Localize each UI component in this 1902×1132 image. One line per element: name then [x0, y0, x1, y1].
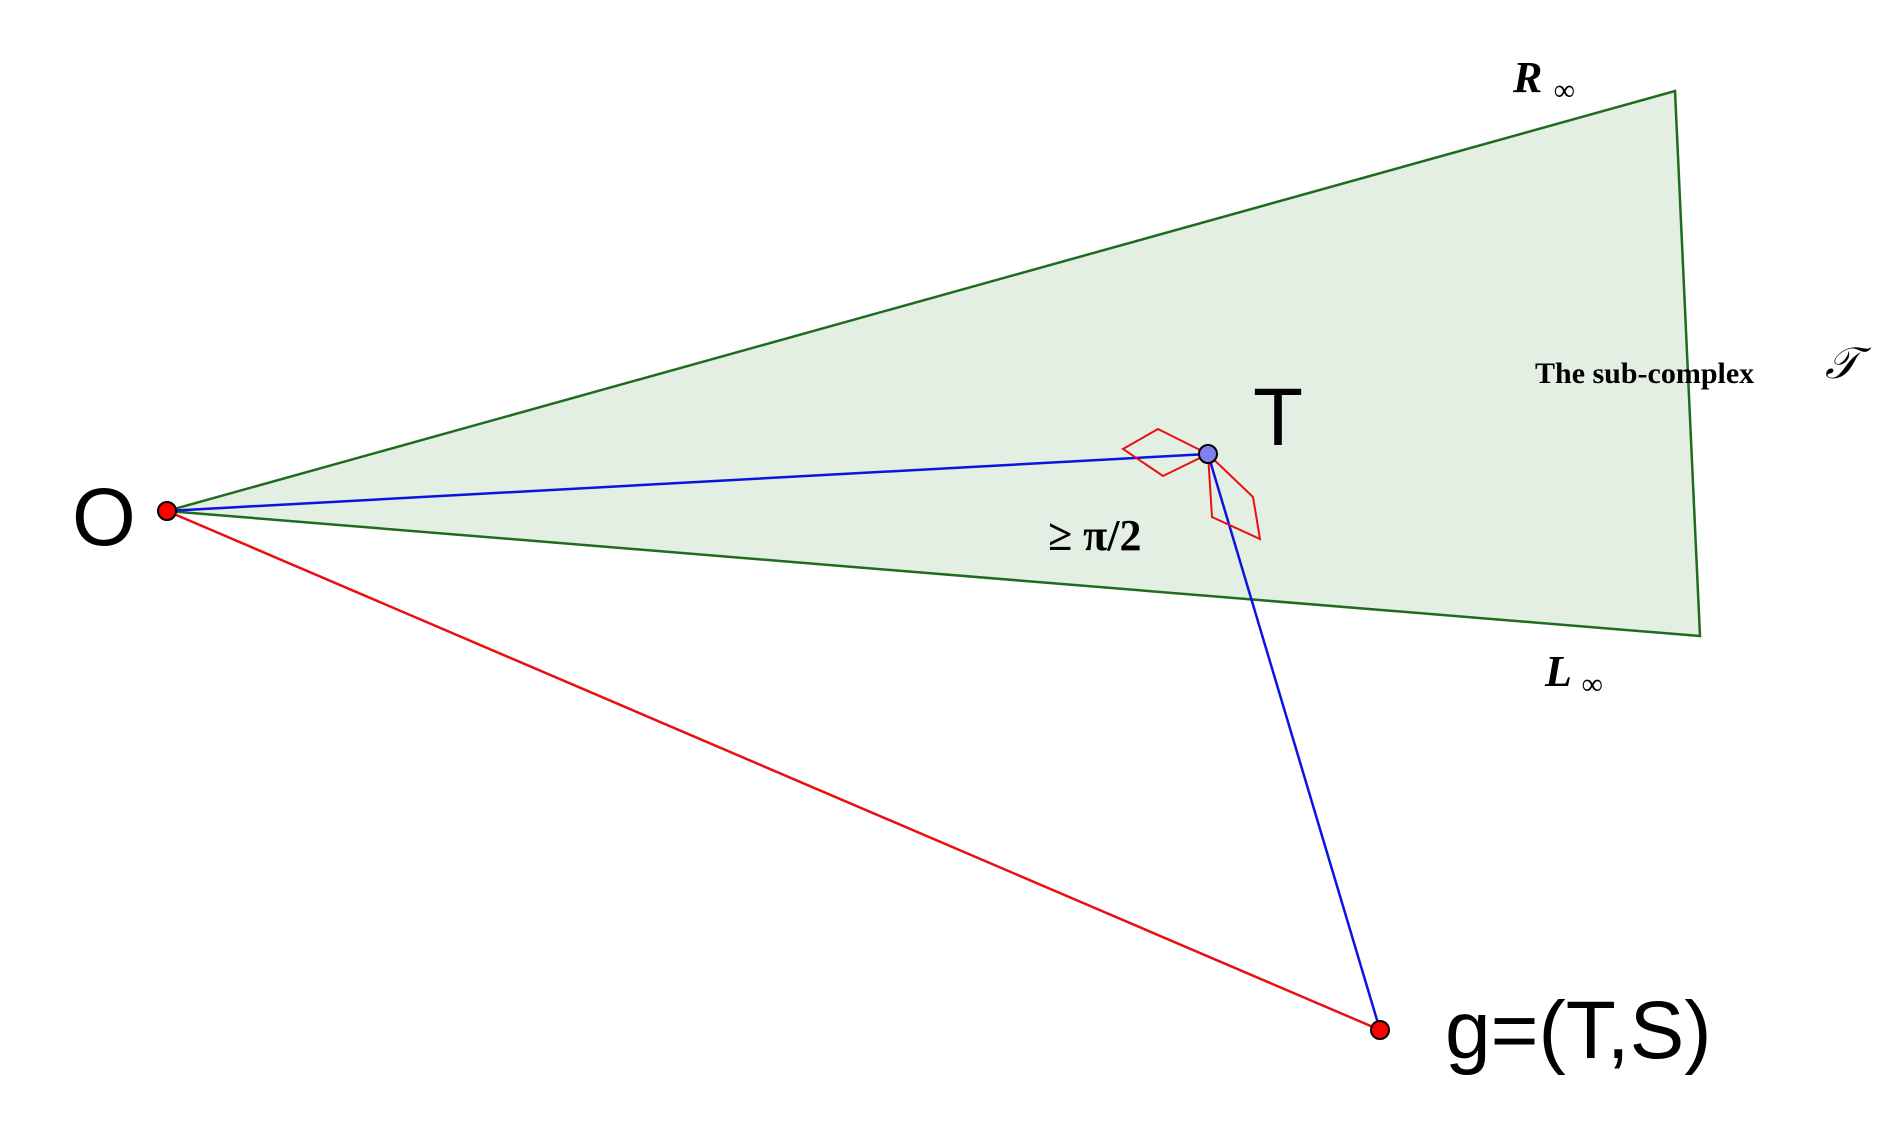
label-subcomplex: The sub-complex: [1535, 357, 1754, 390]
segment-o-t: [166, 452, 1209, 513]
segment-o-g: [166, 509, 1381, 1032]
label-g: g=(T,S): [1445, 985, 1712, 1076]
label-t: T: [1253, 372, 1303, 463]
label-angle: ≥ π/2: [1048, 511, 1141, 560]
label-l-infinity-main: L: [1544, 647, 1570, 696]
subcomplex-region: [166, 89, 1702, 638]
label-l-infinity: L ∞: [1544, 647, 1603, 701]
label-r-infinity-main: R: [1512, 53, 1542, 102]
segment-t-g: [1206, 453, 1382, 1031]
angle-marker-right: [1206, 451, 1262, 541]
label-subcomplex-symbol: 𝒯: [1825, 338, 1872, 389]
angle-marker-left: [1121, 427, 1211, 478]
label-r-infinity: R ∞: [1512, 53, 1575, 107]
label-l-infinity-sub: ∞: [1581, 668, 1602, 701]
label-r-infinity-sub: ∞: [1553, 74, 1574, 107]
point-g: [1370, 1020, 1390, 1040]
point-t: [1198, 444, 1218, 464]
point-o: [157, 501, 177, 521]
label-o: O: [72, 472, 136, 563]
